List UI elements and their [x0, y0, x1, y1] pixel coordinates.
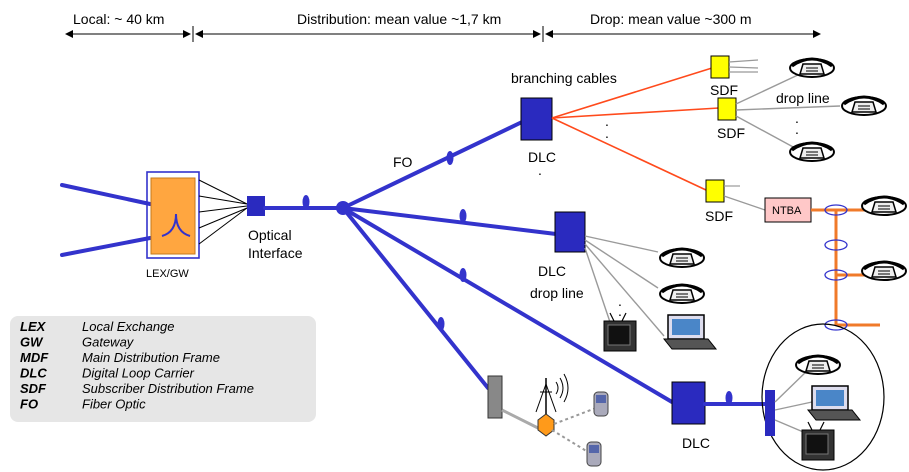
home-wire	[774, 401, 813, 411]
sdf-label: SDF	[717, 125, 745, 141]
branching-cable	[551, 67, 713, 119]
legend-definition: Subscriber Distribution Frame	[82, 381, 254, 396]
trunk-fiber-lower	[60, 236, 152, 257]
sdf-node	[705, 179, 725, 203]
telephone-icon	[658, 247, 706, 269]
fo-label: FO	[393, 154, 413, 170]
legend-abbr: MDF	[20, 350, 49, 365]
dlc-label-bottom: DLC	[682, 435, 710, 451]
drop-line-label-top: drop line	[776, 90, 830, 106]
lex-gw-node	[146, 171, 248, 259]
telephone-icon	[788, 141, 836, 163]
legend-abbr: FO	[20, 397, 38, 412]
laptop-icon	[807, 385, 861, 421]
legend-definition: Fiber Optic	[82, 397, 146, 412]
fiber-marker	[446, 151, 454, 165]
ellipsis-dot: .	[605, 113, 609, 129]
ellipsis-dot: .	[795, 121, 799, 137]
mobile-phone-icon	[586, 441, 602, 467]
ellipsis-dot: .	[618, 303, 622, 319]
optical-interface-label-line2: Interface	[248, 245, 303, 261]
fiber-to-radio	[341, 206, 490, 390]
dlc-label-middle: DLC	[538, 263, 566, 279]
branching-cable	[551, 107, 720, 119]
wireless-link	[553, 407, 597, 425]
drop-line-wire	[735, 105, 841, 111]
optical-interface-label-line1: Optical	[248, 227, 292, 243]
legend-abbr: GW	[20, 335, 44, 350]
ntba-node	[764, 197, 812, 223]
legend-abbr: SDF	[20, 381, 47, 396]
s0-bus	[811, 204, 880, 331]
trunk-fiber-upper	[60, 183, 152, 206]
sdf-node	[717, 97, 737, 121]
drop-line-wire	[584, 247, 613, 329]
telephone-icon	[794, 354, 842, 376]
branching-cable	[551, 117, 707, 191]
customer-premises-circle	[761, 323, 885, 471]
telephone-icon	[840, 95, 888, 117]
telephone-icon	[788, 57, 836, 79]
drop-line-wire	[735, 115, 796, 149]
local-range-label: Local: ~ 40 km	[73, 11, 164, 27]
sdf-node	[710, 55, 730, 79]
mobile-phone-icon	[593, 391, 609, 417]
optical-interface-node	[247, 196, 265, 216]
distribution-range-label: Distribution: mean value ~1,7 km	[297, 11, 501, 27]
fiber-to-dlc-1	[341, 120, 524, 210]
ellipsis-dot: .	[605, 125, 609, 141]
legend-definition: Gateway	[82, 335, 135, 350]
drop-range-label: Drop: mean value ~300 m	[590, 11, 751, 27]
ellipsis-dot: .	[538, 162, 542, 178]
drop-line-label-middle: drop line	[530, 285, 584, 301]
ellipsis-dot: .	[618, 293, 622, 309]
dlc-node-middle	[554, 211, 586, 253]
branching-cables-label: branching cables	[511, 70, 617, 86]
drop-line-wire	[584, 239, 659, 289]
drop-line-wire	[584, 243, 665, 337]
television-icon	[801, 421, 835, 461]
fiber-marker	[459, 268, 467, 282]
telephone-icon	[658, 283, 706, 305]
sdf-label: SDF	[710, 82, 738, 98]
antenna-tower-icon	[535, 373, 569, 437]
sdf-label: SDF	[705, 208, 733, 224]
radio-base-unit	[487, 375, 503, 419]
lex-gw-label: LEX/GW	[146, 268, 189, 280]
ont-node	[765, 390, 775, 436]
legend-box	[10, 316, 316, 422]
legend-definition: Main Distribution Frame	[82, 350, 220, 365]
home-wire	[774, 367, 811, 403]
drop-line-wire	[584, 235, 659, 253]
fiber-marker	[459, 209, 467, 223]
fiber-marker	[302, 195, 310, 209]
telephone-icon	[860, 260, 908, 282]
fiber-marker	[725, 391, 733, 405]
telephone-icon	[860, 195, 908, 217]
drop-line-wire	[735, 73, 801, 105]
fiber-to-dlc-3	[341, 206, 674, 404]
legend-abbr: LEX	[20, 319, 47, 334]
dlc-node-bottom	[671, 381, 706, 425]
legend-definition: Digital Loop Carrier	[82, 366, 195, 381]
ntba-label: NTBA	[772, 205, 802, 217]
section-header: Local: ~ 40 km Distribution: mean value …	[65, 11, 821, 42]
radio-link	[501, 408, 539, 430]
wireless-link	[551, 429, 589, 453]
fiber-to-dlc-2	[341, 206, 558, 236]
laptop-icon	[663, 314, 717, 350]
ellipsis-dot: .	[795, 110, 799, 126]
dlc-label-top: DLC	[528, 149, 556, 165]
legend-definition: Local Exchange	[82, 319, 175, 334]
legend-abbr: DLC	[20, 366, 47, 381]
fiber-marker	[437, 317, 445, 331]
dlc-node-top	[520, 97, 553, 141]
